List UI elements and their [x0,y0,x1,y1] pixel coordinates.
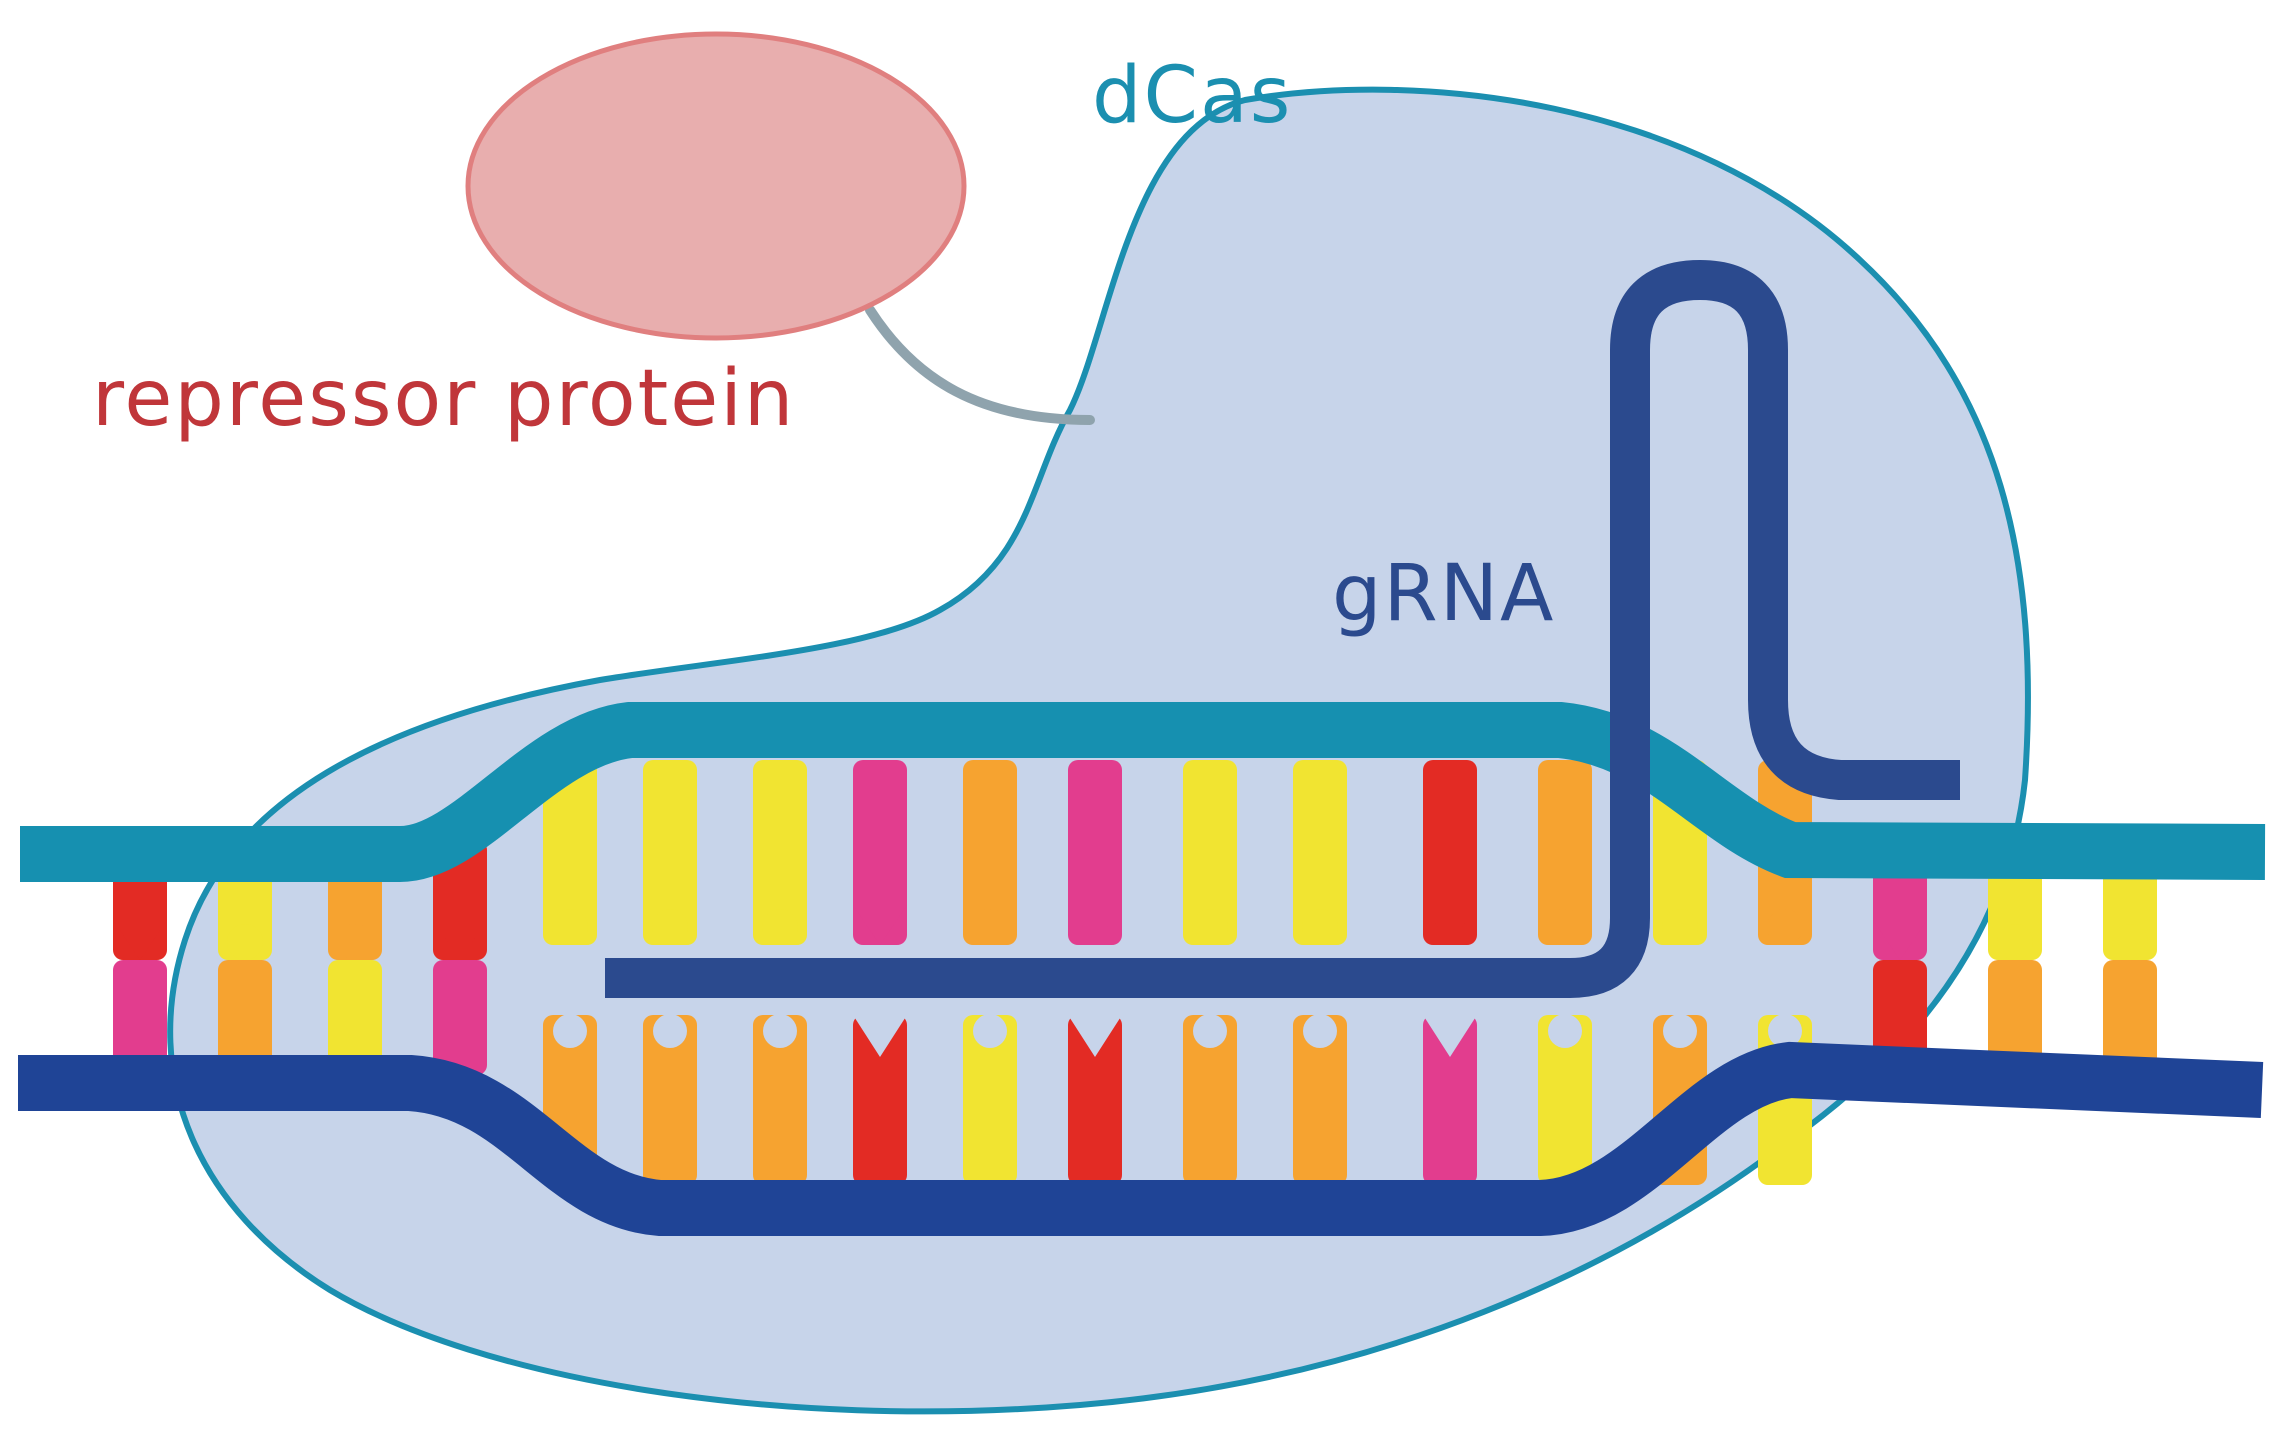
dna-top-strand [20,702,2266,882]
base-top [1293,760,1347,945]
base-top-knob [1997,924,2033,960]
base-top-knob [337,924,373,960]
base-bottom-socket [1303,1014,1337,1048]
base-bottom-socket [553,1014,587,1048]
base-bottom [218,960,272,1075]
base-top [643,760,697,945]
base-top-knob [2112,924,2148,960]
base-top [1423,760,1477,945]
base-top-knob [1547,909,1583,945]
base-bottom [643,1015,697,1185]
base-top-knob [552,909,588,945]
base-bottom [328,960,382,1075]
base-bottom-notch [1423,1015,1477,1057]
base-top-notch [113,920,167,960]
base-top-notch [1423,905,1477,945]
base-top-notch [853,905,907,945]
base-top-knob [972,909,1008,945]
base-top [963,760,1017,945]
base-top [1538,760,1592,945]
linker-line [865,305,1095,425]
base-top-knob [1192,909,1228,945]
base-top [753,760,807,945]
base-bottom [1293,1015,1347,1185]
base-bottom-socket [1548,1014,1582,1048]
grna-label: gRNA [1332,549,1555,639]
repressor-protein [465,31,967,341]
base-top-notch [1068,905,1122,945]
base-top-knob [652,909,688,945]
base-top [1068,760,1122,945]
base-top-knob [1767,909,1803,945]
repressor-label: repressor protein [92,354,795,444]
base-bottom [1988,960,2042,1075]
base-top-notch [1873,920,1927,960]
base-bottom [1068,1015,1122,1185]
base-top-knob [1662,909,1698,945]
base-bottom [753,1015,807,1185]
base-bottom-socket [1663,1014,1697,1048]
grna-strand [605,260,1960,998]
base-bottom-socket [973,1014,1007,1048]
dcas-label: dCas [1092,51,1292,141]
base-top [1183,760,1237,945]
base-bottom-notch [853,1015,907,1057]
base-bottom [1423,1015,1477,1185]
base-bottom [433,960,487,1075]
base-bottom-socket [1768,1014,1802,1048]
base-bottom-socket [763,1014,797,1048]
base-top-knob [227,924,263,960]
base-top [543,760,597,945]
base-bottom [963,1015,1017,1185]
base-top-knob [762,909,798,945]
base-top-notch [433,920,487,960]
base-bottom [1538,1015,1592,1185]
base-bottom-notch [1068,1015,1122,1057]
base-bottom-socket [653,1014,687,1048]
base-bottom [113,960,167,1075]
base-top [853,760,907,945]
base-bottom-socket [1193,1014,1227,1048]
base-bottom [2103,960,2157,1075]
dna-bottom-strand [18,1041,2264,1236]
base-bottom [853,1015,907,1185]
base-top-knob [1302,909,1338,945]
base-bottom [1183,1015,1237,1185]
